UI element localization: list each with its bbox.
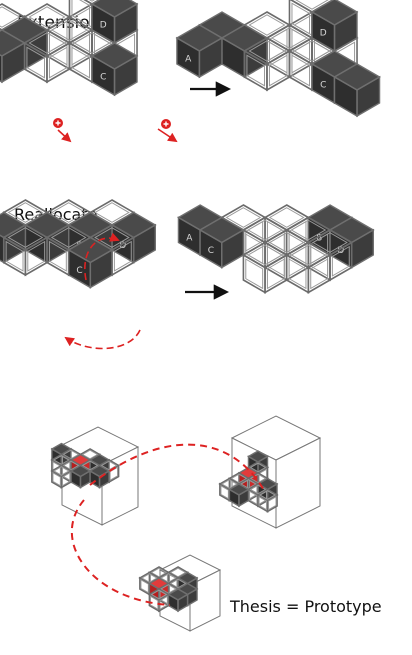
cube-label: D [100, 21, 107, 31]
volume-box [230, 415, 322, 529]
extension-push-a [53, 118, 72, 143]
cube-label: C [320, 81, 326, 91]
solid-cube [88, 464, 111, 489]
cube-label: C [100, 73, 106, 83]
solid-cube: C [198, 216, 245, 269]
extension-push-c [157, 119, 178, 143]
solid-cube [167, 588, 189, 613]
solid-cube [333, 63, 381, 118]
plus-glyph [163, 121, 169, 127]
cube-label: D [119, 241, 126, 251]
frame-cube [22, 29, 72, 84]
cube-label: D [320, 29, 327, 39]
solid-cube: C [90, 42, 139, 97]
frame-cube [285, 241, 332, 294]
frame-cube [241, 241, 289, 294]
push-arrow [157, 128, 178, 143]
reallocate-before-cluster: DBAC [0, 199, 157, 289]
prototype-cluster [218, 450, 279, 513]
cube-label: A [186, 233, 193, 243]
frame-cube [2, 224, 49, 277]
cube-label: D [337, 246, 344, 256]
frame-cube [50, 464, 73, 489]
cube-label: C [208, 246, 214, 256]
solid-cube [69, 464, 92, 489]
reallocate-after-cluster: B A D C [177, 204, 375, 294]
plus-glyph [55, 120, 61, 126]
cube-label: C [76, 266, 82, 276]
solid-cube [228, 483, 250, 508]
frame-cube [242, 37, 292, 92]
solid-cube: D [310, 0, 359, 53]
extension-before-cluster: D A C [0, 0, 139, 97]
prototype-cluster [138, 566, 199, 613]
prototype-link-left [70, 499, 171, 606]
extension-after-cluster: A D C [175, 0, 381, 118]
solid-cube: A [0, 29, 26, 84]
reallocate-move-arrow-c [64, 329, 141, 350]
cube-label: B [316, 233, 322, 243]
prototype-clusters [50, 415, 322, 632]
reallocate-move-arrow-b [84, 232, 120, 281]
push-arrow [57, 129, 72, 143]
prototype-link-top [89, 443, 266, 493]
solid-cube: A [175, 24, 224, 79]
cube-label: A [185, 55, 192, 65]
solid-cube: D [90, 0, 139, 45]
prototype-cluster [50, 442, 121, 489]
frame-cube [256, 488, 279, 513]
thesis-title: Thesis = Prototype [229, 597, 382, 616]
